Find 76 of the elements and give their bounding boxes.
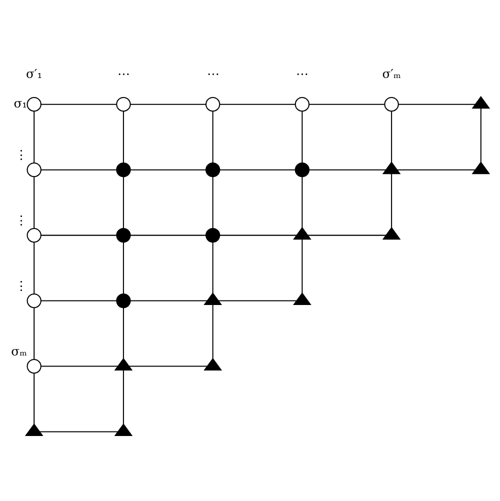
- connector: [220, 234, 297, 236]
- connector: [130, 300, 208, 301]
- connector: [41, 234, 116, 236]
- connector: [220, 168, 296, 170]
- node-triangle: [204, 292, 222, 305]
- connector: [212, 176, 214, 228]
- connector: [122, 110, 124, 162]
- connector: [41, 365, 118, 366]
- node-triangle: [472, 95, 490, 108]
- connector: [122, 176, 124, 228]
- connector: [391, 173, 392, 228]
- node-circle: [205, 96, 220, 112]
- connector: [34, 242, 35, 294]
- node-label: ⋮: [15, 148, 28, 162]
- node-label: ⋯: [206, 66, 219, 81]
- connector: [220, 103, 296, 104]
- connector: [41, 168, 116, 170]
- node-dot: [294, 162, 310, 177]
- node-dot: [116, 162, 131, 177]
- node-triangle: [24, 422, 44, 436]
- connector: [122, 370, 124, 424]
- connector: [309, 103, 384, 104]
- node-label: σ′ₘ: [382, 66, 401, 81]
- connector: [218, 300, 297, 301]
- connector: [212, 242, 214, 293]
- node-triangle: [293, 226, 312, 240]
- node-triangle: [114, 357, 133, 370]
- node-triangle: [382, 160, 401, 174]
- connector: [130, 103, 206, 104]
- connector: [398, 103, 476, 104]
- node-dot: [205, 227, 220, 242]
- node-triangle: [472, 160, 490, 174]
- node-circle: [26, 227, 42, 242]
- connector: [122, 307, 124, 358]
- connector: [40, 430, 118, 432]
- node-dot: [205, 162, 220, 177]
- node-circle: [26, 162, 42, 177]
- node-label: σ′₁: [26, 66, 42, 81]
- node-circle: [384, 96, 399, 112]
- connector: [122, 242, 124, 294]
- connector: [302, 238, 303, 293]
- connector: [34, 110, 35, 162]
- connector: [129, 365, 208, 366]
- node-label: ⋮: [15, 213, 28, 228]
- connector: [302, 110, 303, 162]
- node-circle: [294, 96, 310, 112]
- connector: [212, 110, 214, 162]
- connector: [34, 176, 35, 228]
- node-label: σ₁: [14, 96, 28, 110]
- connector: [130, 234, 206, 236]
- node-triangle: [114, 422, 133, 436]
- node-circle: [26, 358, 42, 374]
- connector: [397, 168, 476, 170]
- node-label: σₘ: [11, 344, 28, 358]
- connector: [130, 168, 206, 170]
- node-circle: [26, 292, 42, 308]
- node-circle: [116, 96, 131, 112]
- node-circle: [26, 96, 42, 112]
- node-dot: [116, 227, 131, 242]
- connector: [41, 103, 116, 104]
- node-label: ⋮: [15, 278, 28, 293]
- node-triangle: [204, 357, 222, 370]
- node-label: ⋯: [296, 66, 308, 81]
- connector: [308, 234, 386, 236]
- connector: [34, 307, 35, 359]
- connector: [480, 108, 482, 162]
- node-label: ⋯: [117, 66, 130, 81]
- connector: [41, 300, 116, 301]
- connector: [34, 372, 35, 424]
- node-dot: [116, 292, 131, 308]
- connector: [302, 176, 303, 228]
- node-triangle: [382, 226, 401, 240]
- connector: [309, 168, 386, 170]
- connector: [391, 110, 392, 162]
- node-triangle: [293, 292, 312, 305]
- connector: [212, 304, 214, 358]
